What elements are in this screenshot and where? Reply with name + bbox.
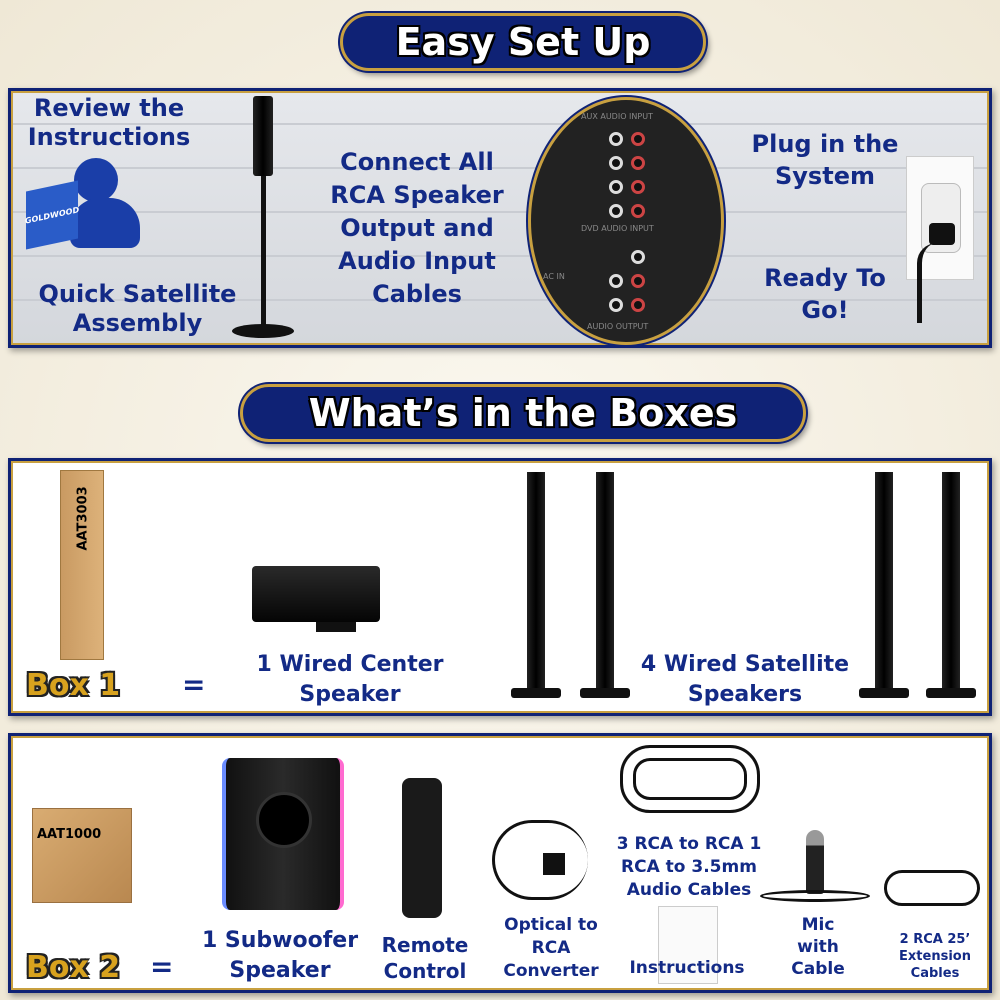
box1-label: Box 1 [26, 668, 121, 703]
box1-equals: = [182, 668, 206, 701]
whats-in-boxes-title: What’s in the Boxes [240, 384, 806, 442]
box1-panel [8, 458, 992, 716]
connect-cables-text: Connect All RCA Speaker Output and Audio… [330, 148, 504, 309]
subwoofer-image [222, 758, 344, 910]
review-instructions-text: Review the Instructions [27, 94, 191, 151]
mic-text: Mic with Cable [791, 915, 845, 980]
instructions-booklet-image [658, 906, 718, 984]
extension-cables-text: 2 RCA 25’ Extension Cables [899, 932, 971, 981]
setup-panel [8, 88, 992, 348]
extension-cables-image [884, 870, 980, 906]
box2-label: Box 2 [26, 950, 121, 985]
rca-cables-image [620, 745, 760, 813]
easy-setup-title: Easy Set Up [340, 13, 706, 71]
center-speaker-text: 1 Wired Center Speaker [256, 652, 444, 707]
box1-carton-image: AAT3003 [60, 470, 104, 660]
subwoofer-text: 1 Subwoofer Speaker [201, 928, 359, 983]
ready-to-go-text: Ready To Go! [764, 264, 886, 325]
satellite-speakers-text: 4 Wired Satellite Speakers [640, 652, 850, 707]
rca-cables-text: 3 RCA to RCA 1 RCA to 3.5mm Audio Cables [616, 834, 762, 900]
mic-cable [760, 890, 870, 902]
mic-image [806, 830, 824, 894]
satellite-speaker-image [232, 96, 294, 342]
optical-converter-image [492, 820, 588, 900]
rca-panel-image: AUX AUDIO INPUT DVD AUDIO INPUT AC IN AU… [528, 97, 724, 345]
plug-in-text: Plug in the System [751, 130, 899, 191]
wall-outlet-image [906, 156, 974, 323]
center-speaker-image [252, 566, 380, 622]
box2-carton-image: AAT1000 [32, 808, 132, 903]
remote-image [402, 778, 442, 918]
quick-assembly-text: Quick Satellite Assembly [38, 280, 237, 337]
remote-text: Remote Control [381, 933, 469, 983]
converter-text: Optical to RCA Converter [503, 915, 599, 981]
box2-equals: = [150, 950, 174, 983]
reading-person-icon: GOLDWOOD [22, 158, 142, 253]
instructions-text: Instructions [629, 958, 745, 978]
center-speaker-stand [316, 622, 356, 632]
